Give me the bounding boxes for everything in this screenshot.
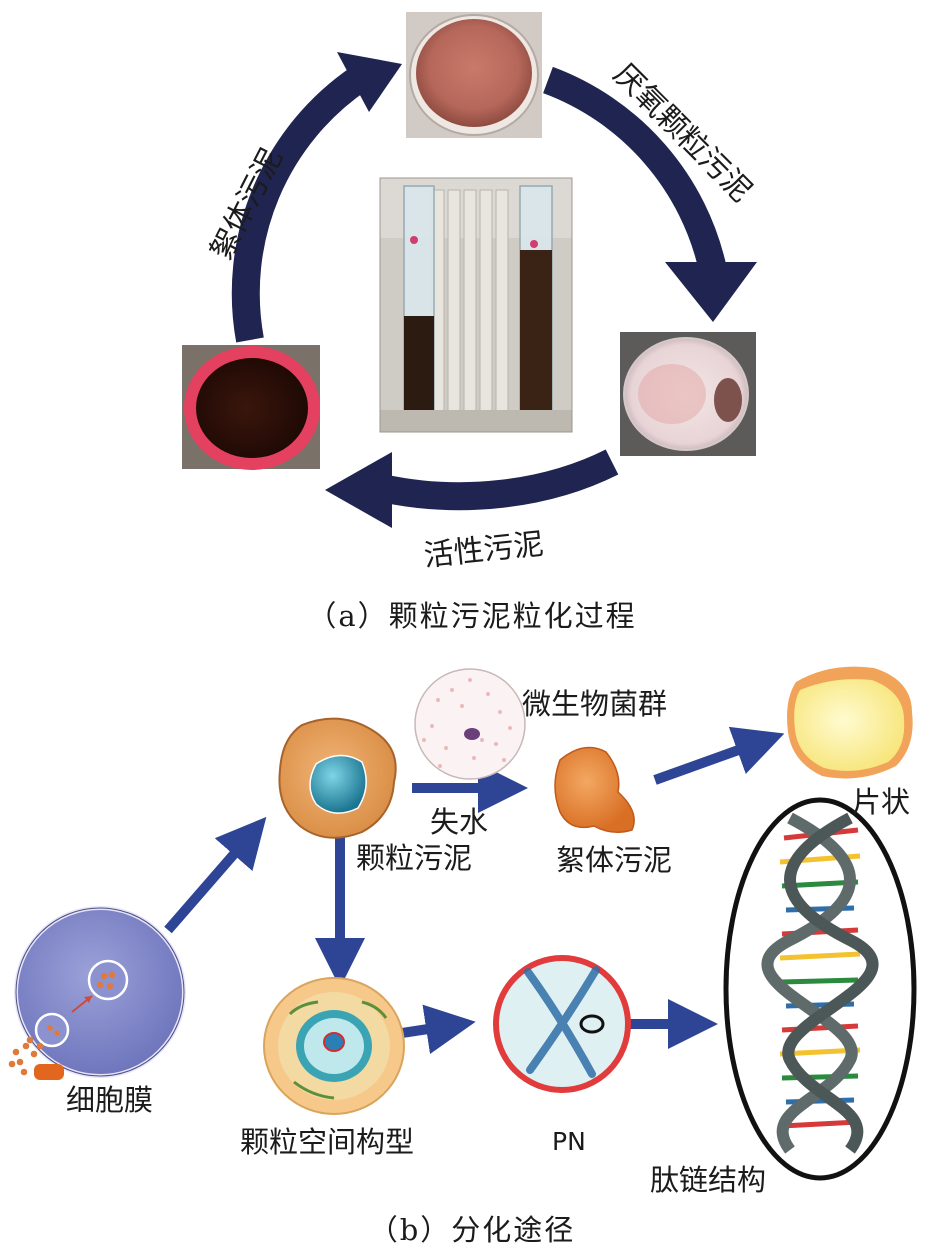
red-bucket-photo	[182, 345, 320, 470]
label-flake: 片状	[852, 785, 910, 819]
label-granular-sludge: 颗粒污泥	[356, 841, 472, 875]
caption-a: （a）颗粒污泥粒化过程	[307, 599, 636, 633]
chromosome-icon	[493, 955, 631, 1093]
panel-b: 颗粒污泥 失水 微生物菌群 絮体污泥 片状 细胞膜 颗粒空间构型 PN 肽链结构…	[8, 666, 917, 1247]
cycle-arrow-bottom	[379, 449, 619, 511]
label-pn: PN	[552, 1127, 586, 1156]
label-microbial-community: 微生物菌群	[522, 687, 667, 721]
flow-arrow-membrane-to-granule	[164, 816, 267, 934]
microbe-circle-icon	[414, 668, 526, 780]
cycle-arrowhead-top-right	[665, 262, 757, 322]
panel-a: 厌氧颗粒污泥 活性污泥 絮体污泥 （a）颗粒污泥粒化过程	[182, 12, 758, 633]
label-cell-membrane: 细胞膜	[66, 1083, 153, 1117]
granule-cross-section-icon	[263, 977, 405, 1115]
flake-blob-icon	[787, 666, 913, 779]
dna-helix-icon	[723, 797, 917, 1181]
floc-blob-icon	[554, 746, 635, 833]
label-activated-sludge: 活性污泥	[422, 527, 545, 574]
label-peptide-structure: 肽链结构	[650, 1163, 766, 1197]
label-dehydration: 失水	[430, 805, 488, 839]
cycle-arrowhead-top-left	[337, 52, 402, 112]
granule-cell-icon	[278, 717, 397, 839]
label-floc-sludge-b: 絮体污泥	[556, 843, 672, 877]
caption-b: （b）分化途径	[369, 1213, 576, 1247]
cycle-arrow-top-left	[231, 66, 368, 343]
petri-dish-red-photo	[406, 12, 542, 138]
petri-dish-granules-photo	[620, 332, 756, 456]
cycle-arrowhead-bottom	[325, 452, 392, 528]
reactor-columns-photo	[379, 177, 573, 433]
label-spatial-configuration: 颗粒空间构型	[240, 1125, 414, 1159]
cell-membrane-icon	[8, 906, 186, 1080]
cycle-arrow-top-right	[543, 66, 727, 274]
flow-arrow-floc-to-flake	[653, 726, 785, 785]
